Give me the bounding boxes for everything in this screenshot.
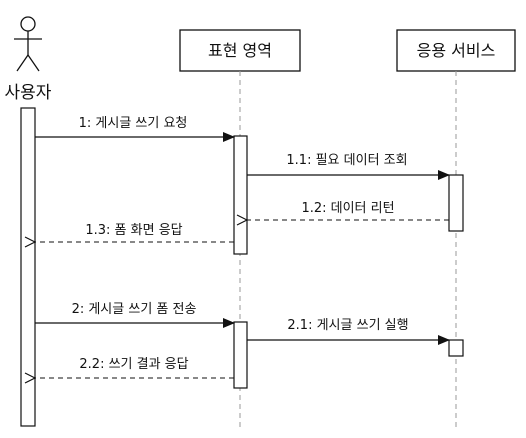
actor-stick-figure-icon	[14, 16, 42, 72]
actor-name: 사용자	[5, 83, 52, 103]
message-1-3-label: 1.3: 폼 화면 응답	[85, 223, 182, 238]
participant-application-service-name: 응용 서비스	[417, 41, 496, 60]
message-1-1: 1.1: 필요 데이터 조회	[247, 153, 450, 180]
message-1-2-label: 1.2: 데이터 리턴	[301, 201, 394, 216]
message-2-1-label: 2.1: 게시글 쓰기 실행	[287, 317, 408, 333]
activation-presentation-1	[233, 135, 248, 255]
participant-application-service: 응용 서비스	[396, 29, 516, 72]
message-2-1: 2.1: 게시글 쓰기 실행	[247, 317, 450, 345]
message-2-2: 2.2: 쓰기 결과 응답	[35, 357, 234, 378]
message-1-3: 1.3: 폼 화면 응답	[35, 223, 234, 242]
message-2-2-label: 2.2: 쓰기 결과 응답	[79, 357, 188, 372]
activation-presentation-2	[233, 321, 248, 389]
message-2-label: 2: 게시글 쓰기 폼 전송	[72, 302, 197, 317]
participant-presentation: 표현 영역	[179, 29, 301, 72]
message-2: 2: 게시글 쓰기 폼 전송	[35, 302, 235, 328]
message-1-1-label: 1.1: 필요 데이터 조회	[286, 153, 407, 168]
actor-user: 사용자	[5, 16, 52, 103]
activation-user	[20, 107, 36, 427]
message-1-2: 1.2: 데이터 리턴	[247, 201, 449, 220]
message-1-label: 1: 게시글 쓰기 요청	[79, 116, 188, 131]
activation-application-service-2	[448, 339, 464, 357]
activation-application-service-1	[448, 174, 464, 232]
message-1: 1: 게시글 쓰기 요청	[35, 116, 235, 142]
participant-presentation-name: 표현 영역	[208, 41, 272, 60]
